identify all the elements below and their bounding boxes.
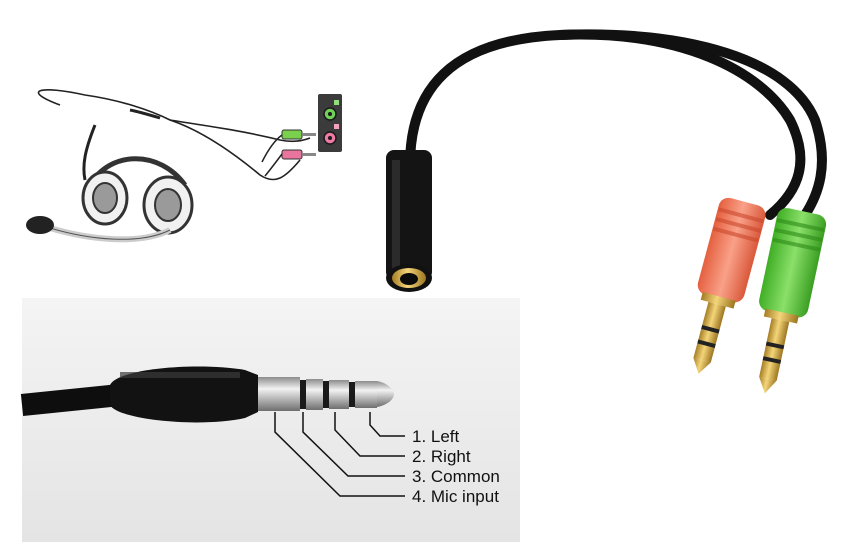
headset-icon (26, 89, 316, 243)
pc-audio-ports-icon (318, 94, 342, 152)
pin-label-mic: 4. Mic input (412, 487, 499, 506)
pin-label-left: 1. Left (412, 427, 460, 446)
pin-label-right: 2. Right (412, 447, 471, 466)
trrs-plug-photo: 1. Left 2. Right 3. Common 4. Mic input (20, 298, 520, 542)
pin-label-common: 3. Common (412, 467, 500, 486)
splitter-adapter-image (386, 29, 827, 394)
